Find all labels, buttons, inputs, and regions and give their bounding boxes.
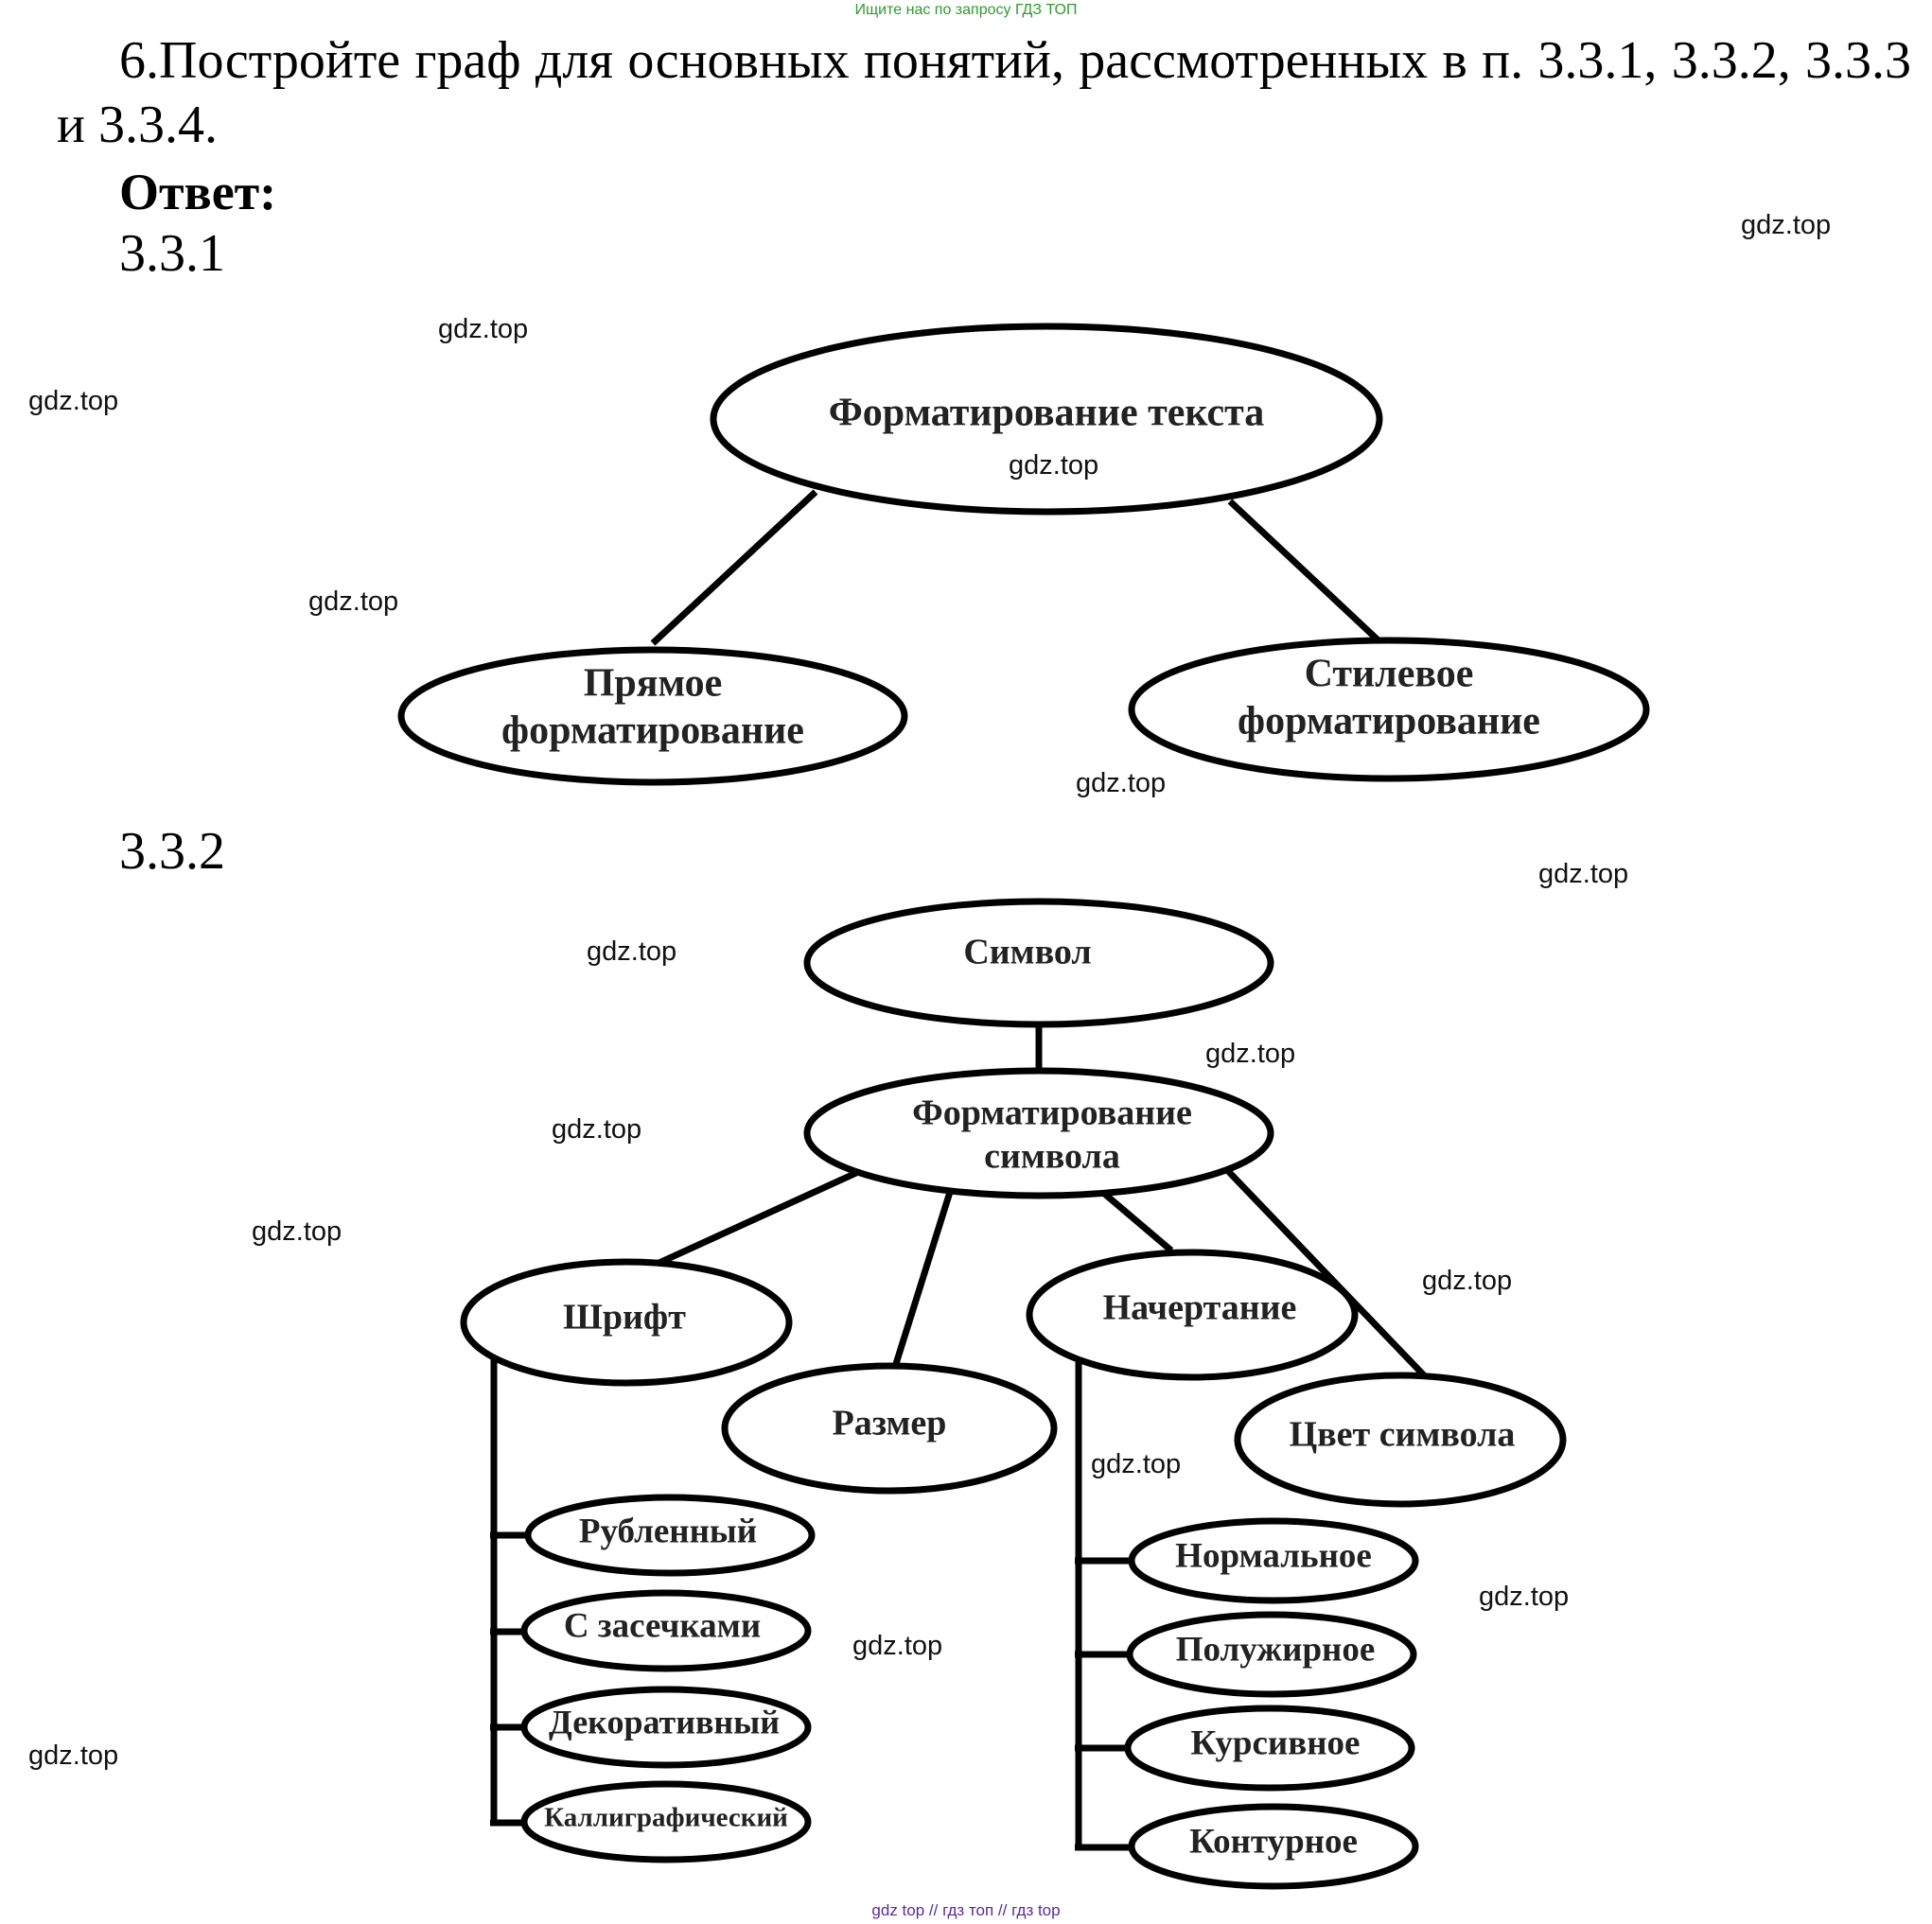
section-title-332: 3.3.2 bbox=[119, 822, 225, 881]
watermark: gdz.top bbox=[1538, 859, 1629, 889]
watermark: gdz.top bbox=[1205, 1039, 1296, 1069]
node-bold bbox=[1126, 1611, 1417, 1698]
node-typeface bbox=[1026, 1249, 1359, 1381]
label-font: Шрифт bbox=[563, 1298, 686, 1338]
label-symbol: Символ bbox=[963, 933, 1091, 972]
label-style-2: форматирование bbox=[1238, 700, 1540, 743]
watermark: gdz.top bbox=[1091, 1449, 1182, 1479]
label-outline: Контурное bbox=[1189, 1822, 1358, 1861]
label-font-decorative: Декоративный bbox=[549, 1703, 780, 1740]
edge-root-direct bbox=[650, 489, 818, 646]
label-typeface: Начертание bbox=[1103, 1288, 1297, 1328]
watermark: gdz.top bbox=[587, 936, 677, 967]
node-size bbox=[721, 1362, 1058, 1495]
edge-root-style bbox=[1227, 498, 1384, 646]
top-banner: Ищите нас по запросу ГДЗ ТОП bbox=[854, 2, 1078, 18]
task-text: 6.Постройте граф для основных понятий, р… bbox=[57, 31, 1911, 154]
node-italic bbox=[1124, 1705, 1415, 1792]
answer-label: Ответ: bbox=[119, 164, 277, 220]
label-bold: Полужирное bbox=[1176, 1630, 1376, 1669]
node-char-format bbox=[803, 1067, 1274, 1199]
edge-format-color bbox=[1225, 1168, 1428, 1379]
watermark: gdz.top bbox=[1741, 210, 1832, 240]
node-outline bbox=[1128, 1803, 1419, 1890]
label-text-formatting: Форматирование текста bbox=[829, 392, 1265, 435]
label-char-format-1: Форматирование bbox=[912, 1093, 1192, 1133]
watermark: gdz.top bbox=[552, 1114, 642, 1145]
label-direct-2: форматирование bbox=[501, 709, 804, 753]
section-title-331: 3.3.1 bbox=[119, 224, 225, 283]
watermark: gdz.top bbox=[852, 1631, 943, 1661]
watermark: gdz.top bbox=[308, 586, 399, 617]
watermark: gdz.top bbox=[28, 386, 119, 416]
label-direct-1: Прямое bbox=[584, 662, 722, 706]
node-font-calligraphic bbox=[520, 1780, 812, 1863]
graph-332: Символ Форматирование символа Шрифт Разм… bbox=[460, 898, 1567, 1890]
node-font bbox=[460, 1258, 793, 1387]
node-font-serif bbox=[520, 1589, 812, 1672]
watermark: gdz.top bbox=[252, 1216, 342, 1247]
label-font-calligraphic: Каллиграфический bbox=[544, 1803, 788, 1833]
label-style-1: Стилевое bbox=[1305, 653, 1474, 696]
graph-331: Форматирование текста Прямое форматирова… bbox=[397, 323, 1650, 786]
watermark: gdz.top bbox=[1479, 1582, 1570, 1612]
footer-text: gdz top // гдз топ // гдз top bbox=[871, 1901, 1061, 1919]
node-text-formatting bbox=[710, 323, 1383, 516]
label-normal: Нормальное bbox=[1175, 1536, 1372, 1575]
node-style-formatting bbox=[1128, 637, 1650, 782]
label-font-sans: Рубленный bbox=[579, 1512, 757, 1550]
node-font-sans bbox=[524, 1494, 816, 1577]
edge-format-size bbox=[891, 1187, 955, 1369]
node-direct-formatting bbox=[397, 646, 908, 786]
edge-format-font bbox=[651, 1169, 858, 1269]
label-char-format-2: символа bbox=[984, 1137, 1120, 1177]
watermark: gdz.top bbox=[28, 1740, 119, 1771]
node-font-decorative bbox=[520, 1686, 812, 1769]
watermark: gdz.top bbox=[1422, 1266, 1513, 1296]
watermark: gdz.top bbox=[438, 314, 529, 344]
label-italic: Курсивное bbox=[1191, 1723, 1361, 1762]
label-color: Цвет символа bbox=[1290, 1415, 1516, 1455]
label-size: Размер bbox=[833, 1404, 947, 1443]
watermark: gdz.top bbox=[1076, 768, 1167, 798]
node-color bbox=[1234, 1372, 1567, 1508]
node-normal bbox=[1128, 1517, 1419, 1604]
watermark: gdz.top bbox=[1009, 450, 1099, 481]
node-symbol bbox=[803, 898, 1274, 1028]
label-font-serif: С засечками bbox=[564, 1606, 761, 1645]
edge-format-typeface bbox=[1099, 1189, 1174, 1253]
